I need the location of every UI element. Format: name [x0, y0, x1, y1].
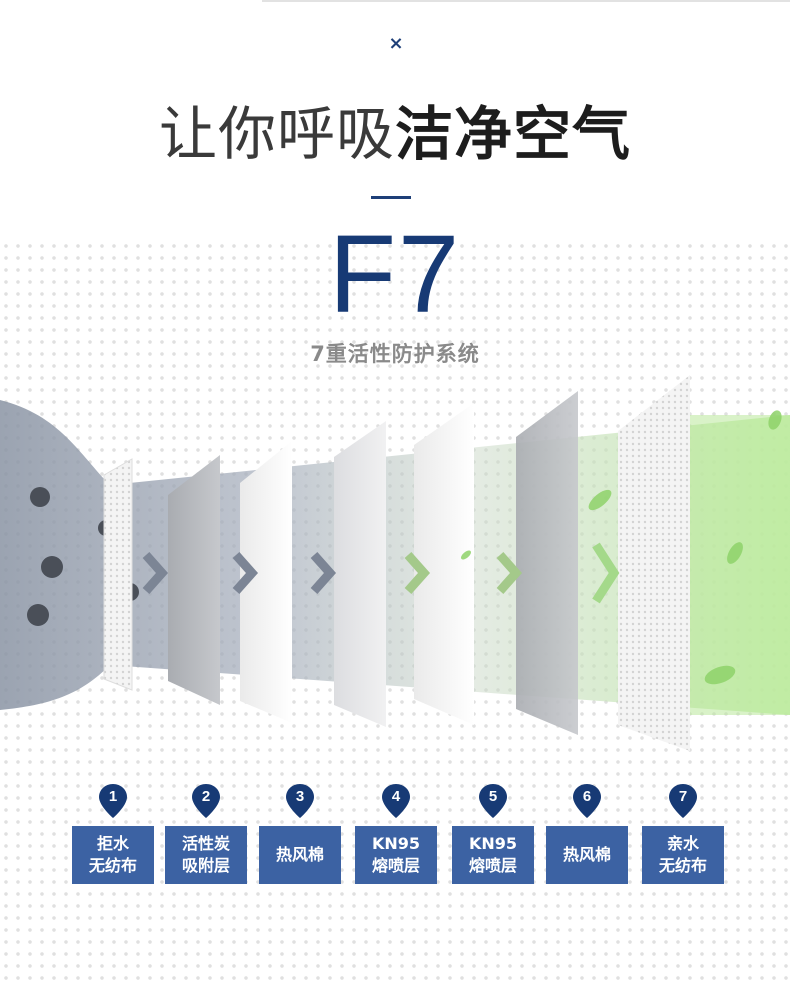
layer-label-box: 活性炭 吸附层	[165, 826, 247, 884]
layer-number: 4	[391, 788, 401, 805]
top-divider-line	[262, 0, 790, 2]
layer-label-line1: 拒水	[96, 834, 129, 853]
layer-label-line1: 热风棉	[275, 845, 324, 864]
close-icon[interactable]: ×	[388, 33, 404, 54]
model-code: F7	[328, 213, 462, 336]
pin-icon: 6	[573, 784, 601, 818]
layer-number: 2	[201, 788, 211, 805]
layer-badge: 6 热风棉	[546, 784, 628, 894]
layer-label-line2: 熔喷层	[371, 856, 420, 875]
layer-number: 1	[108, 788, 118, 805]
layer-badge: 5 KN95 熔喷层	[452, 784, 534, 894]
layer-label-line1: 活性炭	[181, 834, 230, 853]
subtitle: 7重活性防护系统	[310, 342, 480, 366]
layer-label-line1: KN95	[371, 834, 421, 853]
layer-badge: 1 拒水 无纺布	[72, 784, 154, 894]
layer-label-line1: 亲水	[666, 834, 699, 853]
layer-badges: 1 拒水 无纺布 2 活性炭 吸附层 3 热风棉 4	[0, 784, 790, 894]
pin-icon: 5	[479, 784, 507, 818]
pin-icon: 4	[382, 784, 410, 818]
layer-badge: 2 活性炭 吸附层	[165, 784, 247, 894]
pin-icon: 3	[286, 784, 314, 818]
layer-label-box: 热风棉	[259, 826, 341, 884]
filter-layers-illustration	[0, 375, 790, 751]
headline-bold: 洁净空气	[395, 100, 632, 168]
pin-icon: 1	[99, 784, 127, 818]
layer-label-box: 亲水 无纺布	[642, 826, 724, 884]
layer-label-box: 热风棉	[546, 826, 628, 884]
layer-number: 3	[295, 788, 305, 805]
layer-label-box: 拒水 无纺布	[72, 826, 154, 884]
layer-label-box: KN95 熔喷层	[355, 826, 437, 884]
layer-label-line2: 无纺布	[658, 856, 707, 875]
layer-label-line1: KN95	[468, 834, 518, 853]
layer-badge: 3 热风棉	[259, 784, 341, 894]
headline-light: 让你呼吸	[158, 100, 395, 168]
layer-badge: 4 KN95 熔喷层	[355, 784, 437, 894]
layer-label-line1: 热风棉	[562, 845, 611, 864]
page-headline: 让你呼吸洁净空气	[0, 96, 790, 172]
layer-number: 7	[678, 788, 688, 805]
layer-label-box: KN95 熔喷层	[452, 826, 534, 884]
layer-label-line2: 无纺布	[88, 856, 137, 875]
title-divider	[371, 196, 411, 199]
layer-label-line2: 熔喷层	[468, 856, 517, 875]
layer-number: 5	[488, 788, 498, 805]
layer-badge: 7 亲水 无纺布	[642, 784, 724, 894]
pin-icon: 7	[669, 784, 697, 818]
pin-icon: 2	[192, 784, 220, 818]
layer-number: 6	[582, 788, 592, 805]
layer-label-line2: 吸附层	[181, 856, 230, 875]
